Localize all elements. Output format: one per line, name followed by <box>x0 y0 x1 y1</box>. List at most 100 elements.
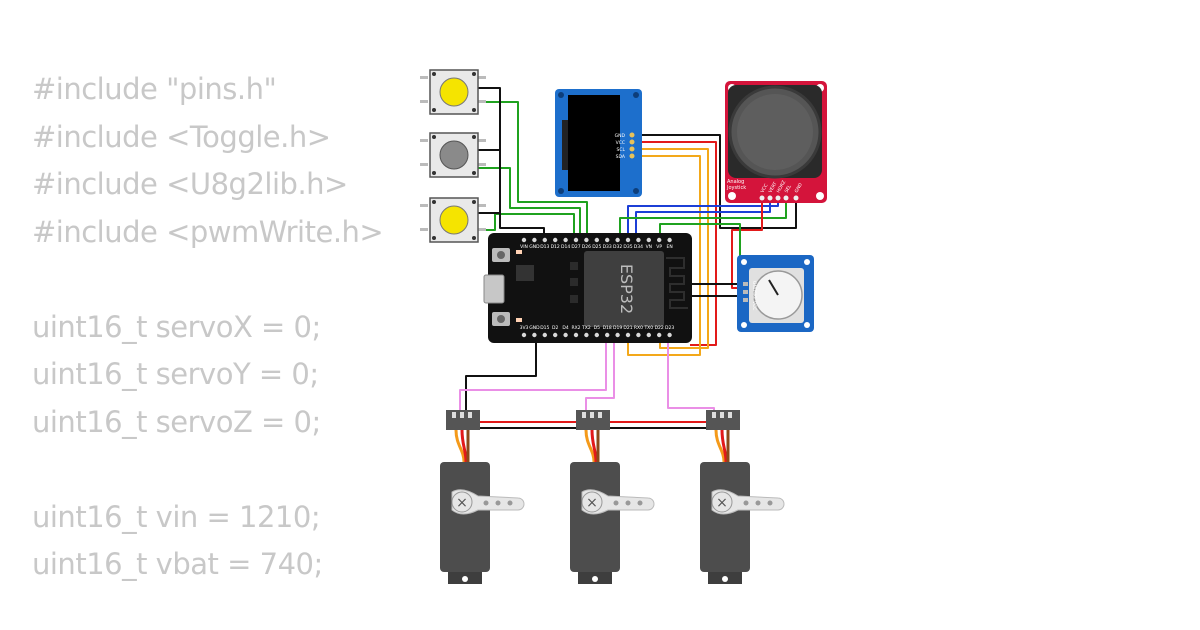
potentiometer-pin-label: VCC <box>751 301 757 310</box>
esp32-top-pin-label: D32 <box>613 244 622 250</box>
esp32-bottom-pin-label: TX2 <box>581 325 591 331</box>
joystick-pin-label: SEL <box>784 183 794 194</box>
esp32-top-pin[interactable] <box>521 237 527 243</box>
joystick-pin-label: HORZ <box>776 180 788 194</box>
esp32-bottom-pin-label: 3V3 <box>520 325 529 331</box>
push-button-1[interactable] <box>420 69 486 115</box>
esp32-top-pin-label: D27 <box>571 244 580 250</box>
wire-joystick-vcc[interactable] <box>731 198 763 289</box>
esp32-top-pin-label: EN <box>666 244 672 250</box>
joystick-pins: VCC VERT HORZ SEL GND <box>759 180 805 201</box>
servo-motor-2[interactable]: × <box>570 410 655 584</box>
esp32-top-pin-label: D33 <box>603 244 612 250</box>
wire-servo1-gnd[interactable] <box>465 333 537 420</box>
esp32-bottom-pin[interactable] <box>542 332 547 338</box>
code-line: uint16_t vin = 1210; <box>32 499 321 534</box>
esp32-bottom-pin[interactable] <box>573 332 579 338</box>
code-line: #include <U8g2lib.h> <box>32 167 348 201</box>
potentiometer-pin-label: GND <box>751 281 757 292</box>
esp32-bottom-pin-label: D23 <box>665 325 674 331</box>
esp32-top-pin-label: D35 <box>623 244 632 250</box>
svg-text:×: × <box>716 495 728 511</box>
esp32-top-pin[interactable] <box>605 237 610 243</box>
esp32-bottom-pin-label: RX0 <box>634 325 643 331</box>
servo-motor-1[interactable]: × <box>440 410 525 584</box>
oled-pin-label: GND <box>615 133 626 139</box>
esp32-bottom-pin[interactable] <box>636 332 641 338</box>
code-line: #include "pins.h" <box>32 72 277 106</box>
esp32-bottom-pin[interactable] <box>615 332 620 338</box>
esp32-top-pin[interactable] <box>553 237 558 243</box>
esp32-bottom-pin-label: D5 <box>594 325 600 331</box>
esp32-top-pin[interactable] <box>667 237 672 243</box>
wire-button1-gnd[interactable] <box>478 87 501 155</box>
esp32-top-pin[interactable] <box>594 237 599 243</box>
esp32-bottom-pin-label: D18 <box>603 325 612 331</box>
esp32-top-pin[interactable] <box>563 237 568 243</box>
esp32-top-pin[interactable] <box>584 237 589 243</box>
esp32-top-pin[interactable] <box>615 237 620 243</box>
joystick-pin-label: GND <box>794 182 805 194</box>
esp32-bottom-pin[interactable] <box>605 332 610 338</box>
esp32-top-pin-label: GND <box>529 244 540 250</box>
rotary-potentiometer[interactable]: GND SIG VCC <box>737 255 814 332</box>
esp32-bottom-pin-label: GND <box>529 325 540 331</box>
esp32-top-pin[interactable] <box>542 237 547 243</box>
esp32-bottom-pin[interactable] <box>594 332 599 338</box>
oled-screen <box>568 95 620 191</box>
potentiometer-pin-label: SIG <box>751 291 757 299</box>
esp32-top-pin-label: D14 <box>561 244 570 250</box>
esp32-bottom-pin[interactable] <box>657 332 662 338</box>
esp32-top-pin-label: D34 <box>634 244 643 250</box>
push-button-3[interactable] <box>420 197 486 243</box>
esp32-bottom-pin-label: D22 <box>655 325 664 331</box>
wire-joystick-sel[interactable] <box>619 198 787 240</box>
esp32-bottom-pin[interactable] <box>646 332 651 338</box>
esp32-top-pin-label: D13 <box>540 244 549 250</box>
code-line: uint16_t vbat = 740; <box>32 547 323 581</box>
esp32-bottom-pin-label: D2 <box>552 325 558 331</box>
wire-oled-vcc[interactable] <box>640 141 717 346</box>
esp32-top-pin-label: D12 <box>551 244 560 250</box>
wire-servo2-signal[interactable] <box>585 333 615 420</box>
antenna-trace <box>666 257 688 309</box>
esp32-bottom-pin[interactable] <box>563 332 568 338</box>
esp32-top-pin[interactable] <box>646 237 651 243</box>
joystick-label: Joystick <box>726 185 746 191</box>
button-cap[interactable] <box>439 140 469 170</box>
esp32-top-pin-label: D26 <box>582 244 591 250</box>
code-line: #include <pwmWrite.h> <box>32 214 384 249</box>
wire-button-gnd-bus[interactable] <box>478 212 545 240</box>
joystick-pin-label: VCC <box>760 183 770 194</box>
esp32-bottom-pin[interactable] <box>553 332 558 338</box>
esp32-bottom-pin[interactable] <box>584 332 589 338</box>
esp32-module <box>584 251 664 327</box>
oled-pin-label: SDA <box>616 154 626 160</box>
esp32-bottom-pin[interactable] <box>625 332 631 338</box>
oled-display[interactable]: GND VCC SCL SDA <box>555 89 642 197</box>
esp32-bottom-pin[interactable] <box>521 332 527 338</box>
esp32-top-pin-label: VP <box>656 244 662 250</box>
wire-oled-gnd[interactable] <box>640 134 797 229</box>
esp32-top-pin[interactable] <box>573 237 579 243</box>
esp32-top-pin[interactable] <box>657 237 662 243</box>
code-line: uint16_t servoX = 0; <box>32 309 321 344</box>
analog-joystick[interactable]: Analog Joystick VCC VERT HORZ SEL GND <box>725 81 827 203</box>
esp32-top-pin[interactable] <box>625 237 631 243</box>
esp32-bottom-pin[interactable] <box>532 332 537 338</box>
esp32-top-pin[interactable] <box>532 237 537 243</box>
wire-servo1-signal[interactable] <box>459 333 607 420</box>
esp32-bottom-pin[interactable] <box>667 332 672 338</box>
code-line: uint16_t servoY = 0; <box>32 357 319 391</box>
wire-button1-d13[interactable] <box>478 101 588 240</box>
svg-text:×: × <box>456 495 468 511</box>
oled-pin-label: SCL <box>616 147 625 153</box>
button-cap[interactable] <box>439 205 469 235</box>
wire-oled-sda[interactable] <box>627 155 701 356</box>
servo-motor-3[interactable]: × <box>700 410 785 584</box>
button-cap[interactable] <box>439 77 469 107</box>
wire-button2-gnd[interactable] <box>478 149 501 215</box>
push-button-2[interactable] <box>420 132 486 178</box>
esp32-top-pin[interactable] <box>636 237 641 243</box>
